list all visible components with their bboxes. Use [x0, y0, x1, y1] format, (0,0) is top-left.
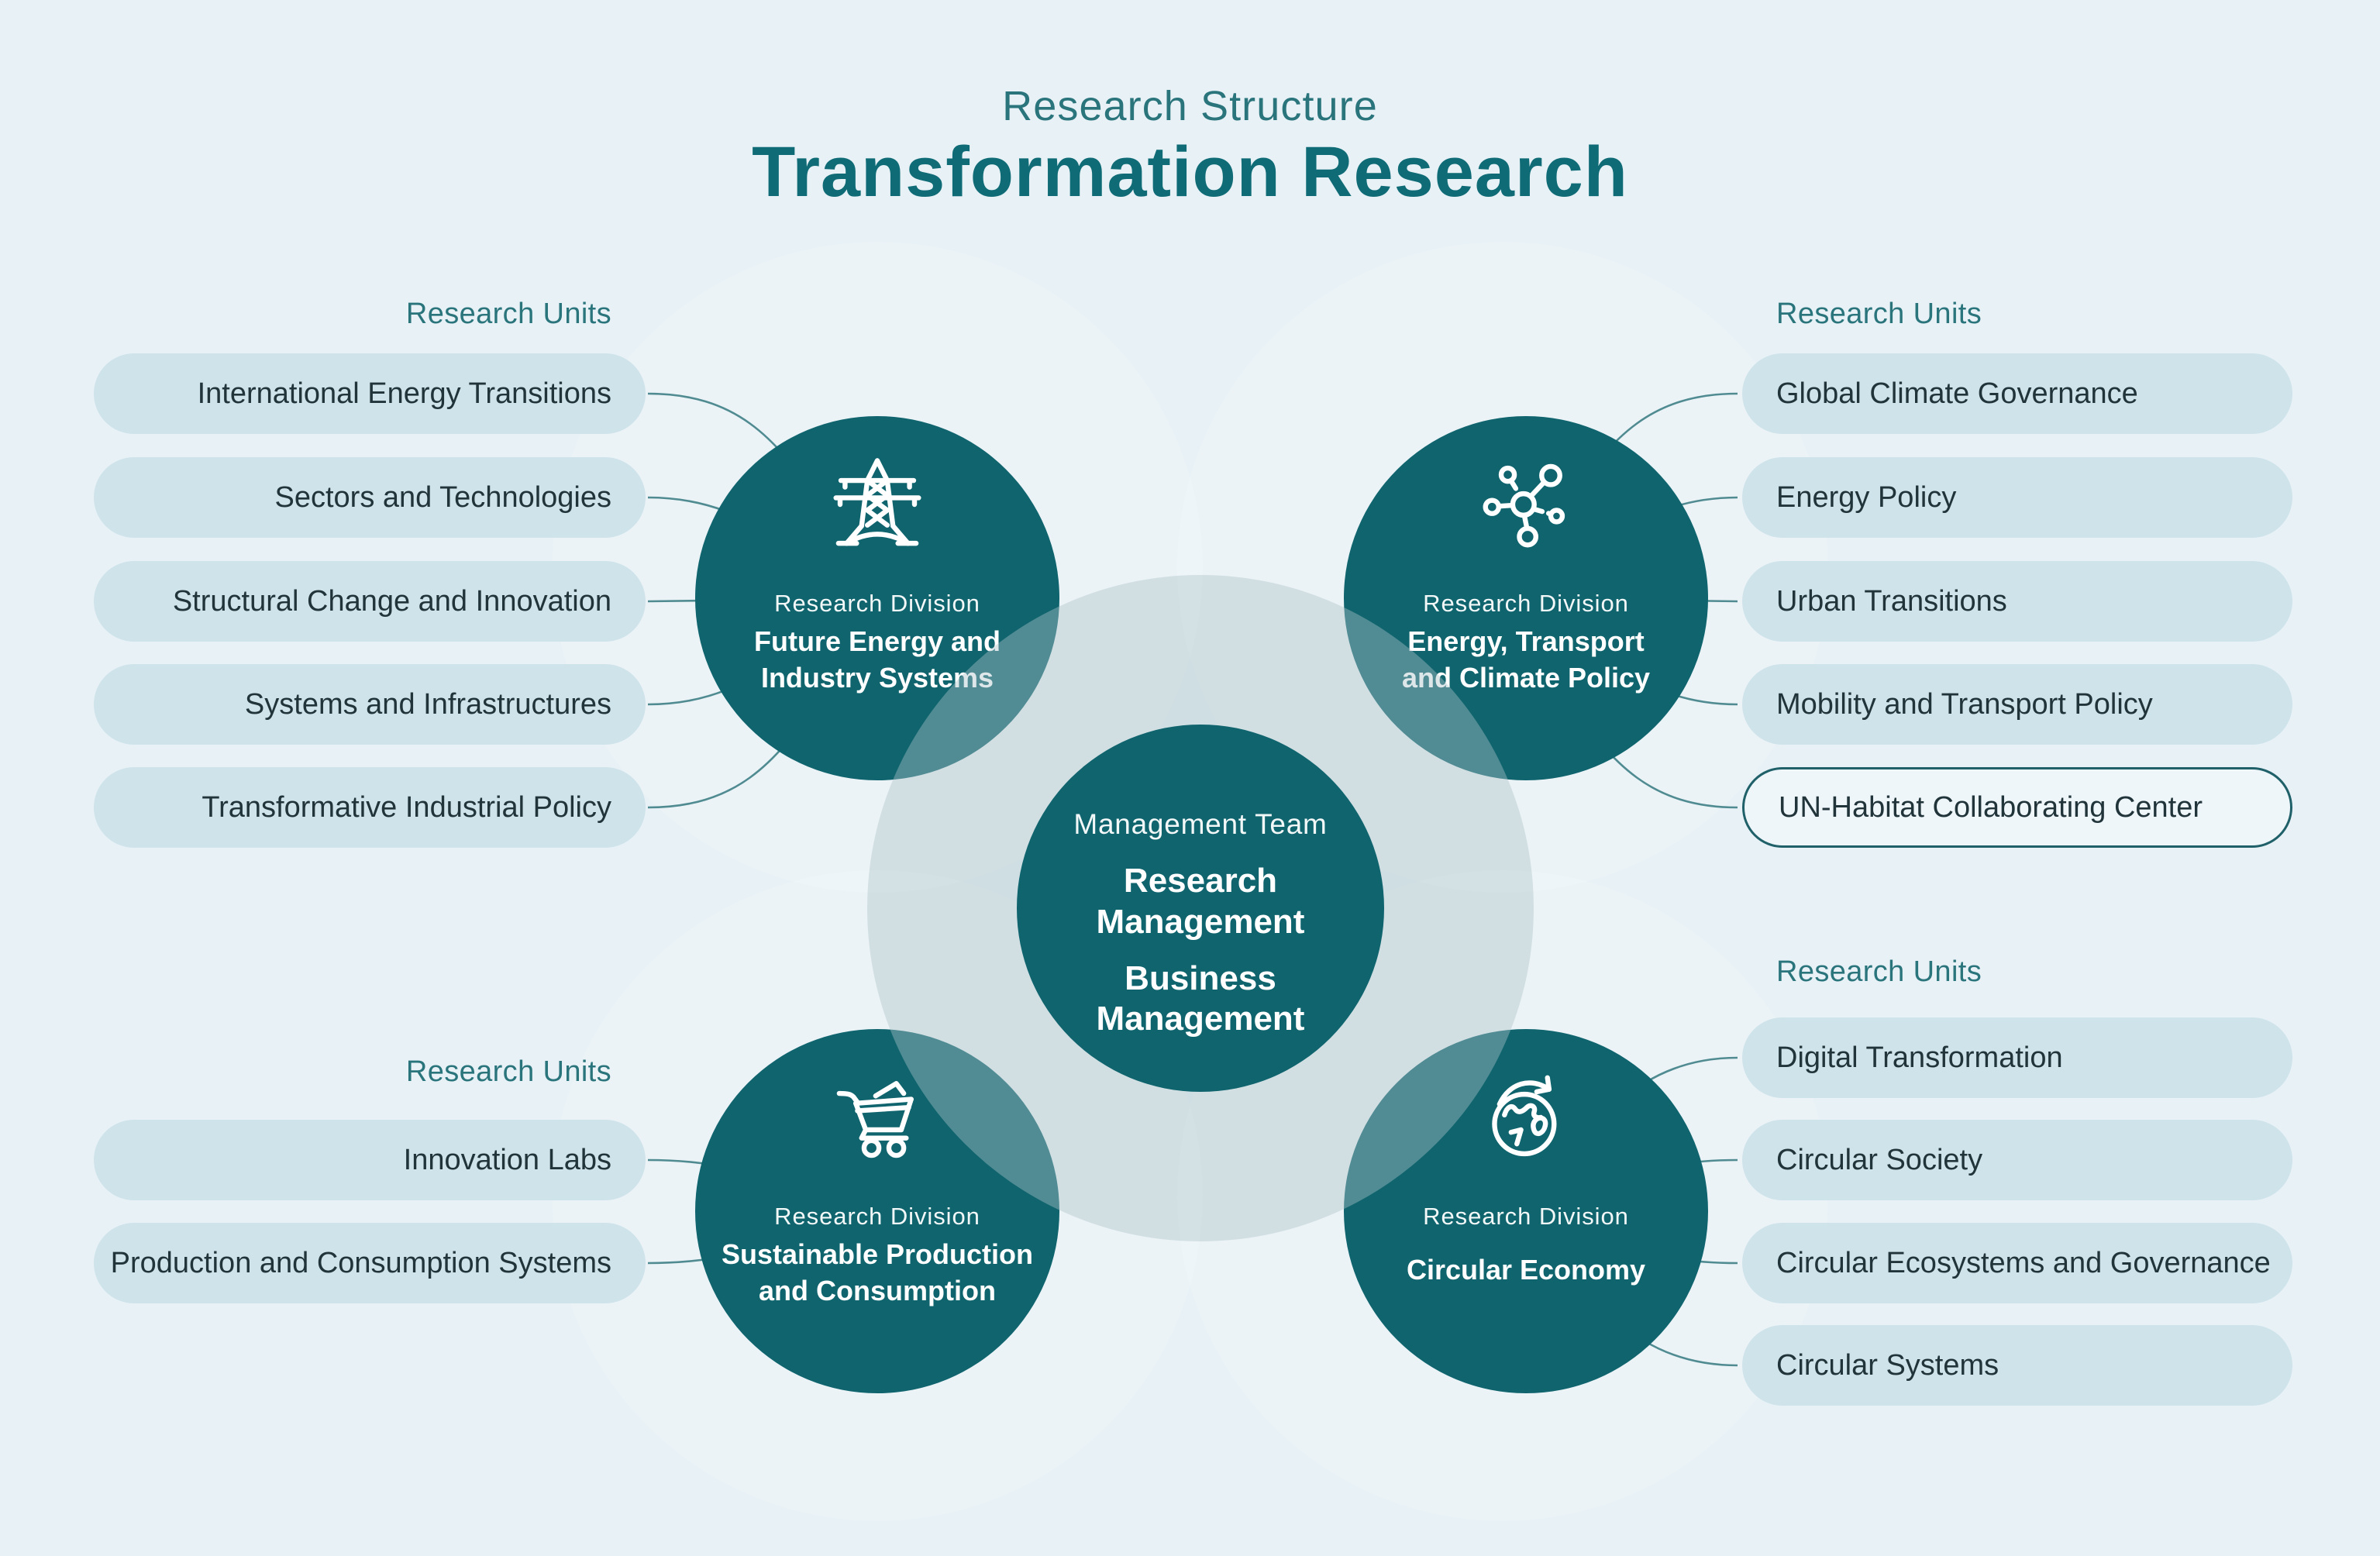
division-label: Research Division — [1423, 590, 1629, 617]
research-unit-pill-un-habitat[interactable]: UN-Habitat Collaborating Center — [1742, 767, 2292, 848]
division-name: Future Energy and Industry Systems — [753, 625, 1001, 694]
division-name: Energy, Transport and Climate Policy — [1401, 625, 1651, 694]
management-item: Research Management — [1096, 862, 1305, 941]
pill-label: Energy Policy — [1776, 480, 1957, 514]
transmission-tower-icon — [695, 455, 1059, 554]
pill-label: UN-Habitat Collaborating Center — [1779, 790, 2203, 824]
division-name: Circular Economy — [1406, 1254, 1646, 1286]
division-label: Research Division — [1423, 1203, 1629, 1230]
pill-label: Mobility and Transport Policy — [1776, 687, 2153, 721]
division-circle-sustainable-production[interactable]: Research Division Sustainable Production… — [695, 1029, 1059, 1393]
pill-label: Global Climate Governance — [1776, 377, 2138, 410]
research-units-label-bottom-left: Research Units — [405, 1055, 611, 1088]
research-units-label-top-right: Research Units — [1776, 298, 1982, 330]
research-unit-pill[interactable]: Systems and Infrastructures — [94, 664, 646, 745]
management-team-circle[interactable]: Management Team Research Management Busi… — [1017, 725, 1384, 1092]
research-unit-pill[interactable]: Energy Policy — [1742, 457, 2292, 538]
pill-label: Circular Systems — [1776, 1348, 1999, 1382]
research-unit-pill[interactable]: Digital Transformation — [1742, 1017, 2292, 1098]
pill-label: Circular Society — [1776, 1143, 1983, 1176]
pill-label: International Energy Transitions — [197, 377, 611, 410]
globe-arrow-icon — [1344, 1068, 1708, 1167]
pill-label: Sectors and Technologies — [274, 480, 611, 514]
research-unit-pill[interactable]: Transformative Industrial Policy — [94, 767, 646, 848]
pill-label: Urban Transitions — [1776, 584, 2007, 618]
division-circle-energy-transport[interactable]: Research Division Energy, Transport and … — [1344, 416, 1708, 780]
division-name: Sustainable Production and Consumption — [721, 1238, 1034, 1306]
research-unit-pill[interactable]: Structural Change and Innovation — [94, 561, 646, 642]
page-title: Transformation Research — [752, 133, 1628, 212]
pill-label: Production and Consumption Systems — [110, 1246, 611, 1279]
research-unit-pill[interactable]: Innovation Labs — [94, 1120, 646, 1200]
research-unit-pill[interactable]: Circular Society — [1742, 1120, 2292, 1200]
management-item: Business Management — [1096, 959, 1305, 1038]
research-unit-pill[interactable]: Production and Consumption Systems — [94, 1223, 646, 1303]
pill-label: Circular Ecosystems and Governance — [1776, 1246, 2271, 1279]
research-unit-pill[interactable]: Urban Transitions — [1742, 561, 2292, 642]
division-circle-future-energy[interactable]: Research Division Future Energy and Indu… — [695, 416, 1059, 780]
research-unit-pill[interactable]: Circular Systems — [1742, 1325, 2292, 1406]
pill-label: Systems and Infrastructures — [244, 687, 611, 721]
research-unit-pill[interactable]: Mobility and Transport Policy — [1742, 664, 2292, 745]
research-unit-pill[interactable]: Sectors and Technologies — [94, 457, 646, 538]
shopping-cart-icon — [695, 1068, 1059, 1167]
research-units-label-top-left: Research Units — [405, 298, 611, 330]
network-nodes-icon — [1344, 455, 1708, 554]
research-unit-pill[interactable]: Global Climate Governance — [1742, 353, 2292, 434]
pill-label: Transformative Industrial Policy — [201, 790, 611, 824]
pill-label: Innovation Labs — [403, 1143, 611, 1176]
research-units-label-bottom-right: Research Units — [1776, 955, 1982, 988]
pill-label: Digital Transformation — [1776, 1041, 2063, 1074]
division-label: Research Division — [774, 1203, 980, 1230]
pill-label: Structural Change and Innovation — [172, 584, 611, 618]
page-eyebrow: Research Structure — [1002, 83, 1378, 129]
management-team-label: Management Team — [1073, 808, 1328, 840]
research-unit-pill[interactable]: Circular Ecosystems and Governance — [1742, 1223, 2292, 1303]
division-label: Research Division — [774, 590, 980, 617]
division-circle-circular-economy[interactable]: Research Division Circular Economy — [1344, 1029, 1708, 1393]
research-unit-pill[interactable]: International Energy Transitions — [94, 353, 646, 434]
